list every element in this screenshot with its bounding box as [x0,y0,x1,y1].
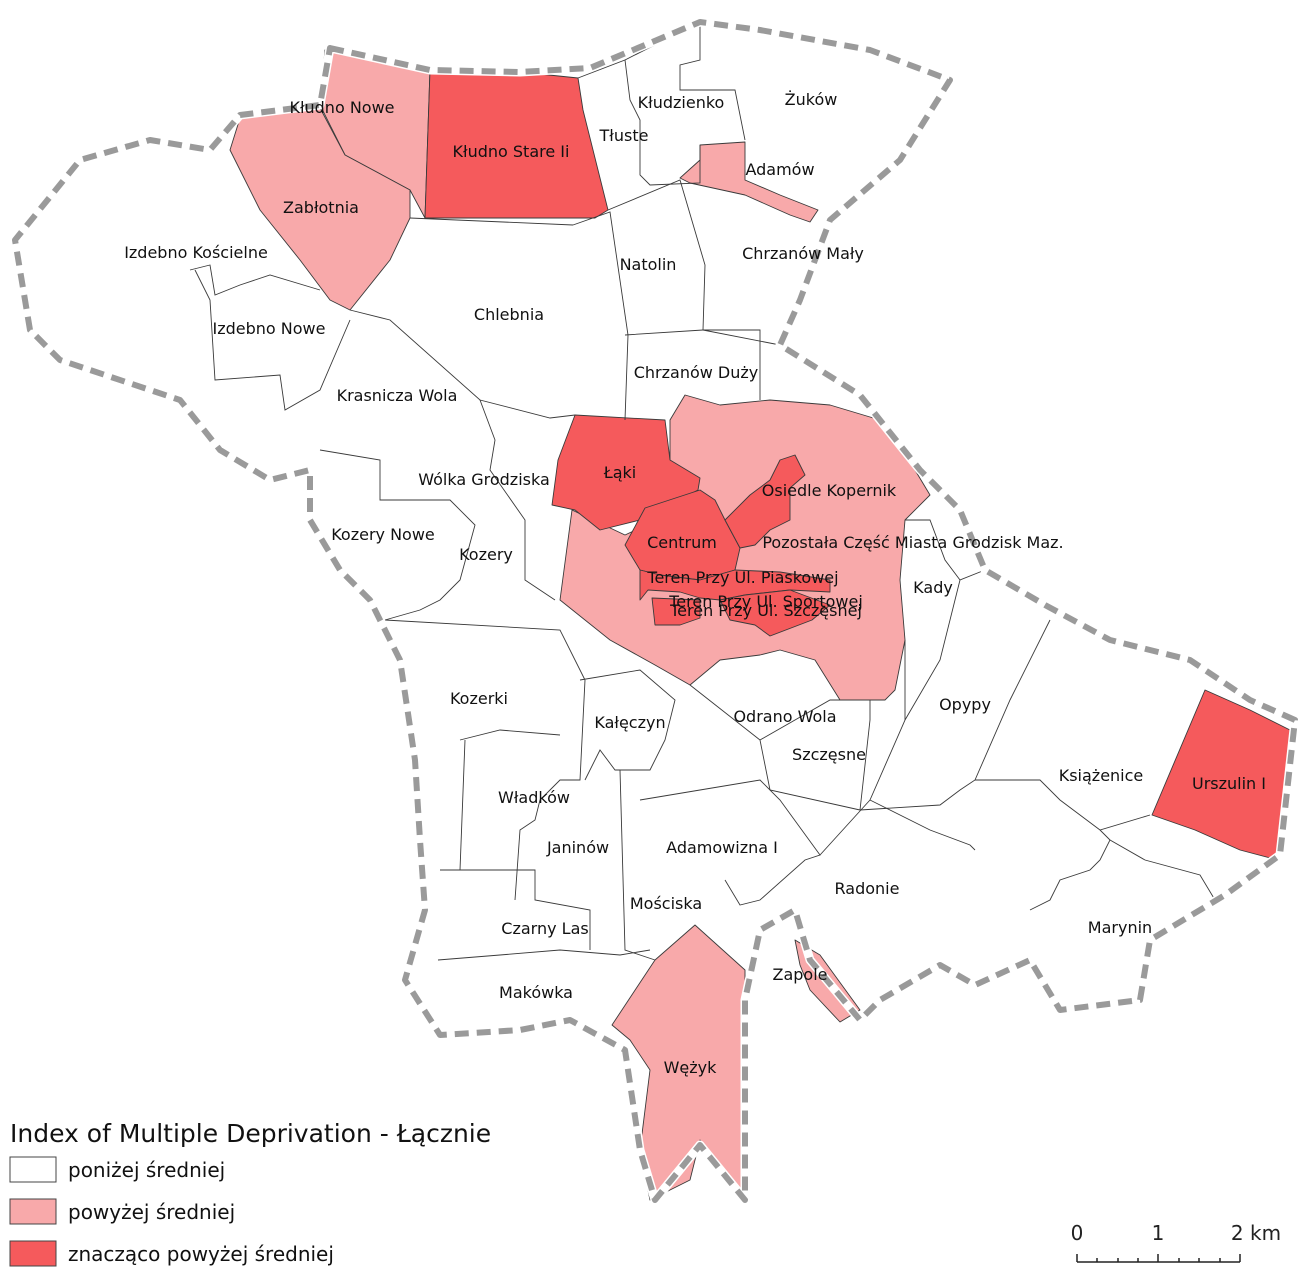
region-osiedle-kopernik [724,454,806,549]
scale-tick-2: 2 km [1231,1221,1281,1245]
label-kludno-stare-ii: Kłudno Stare Ii [453,142,570,161]
label-kaleczyn: Kałęczyn [594,713,665,732]
label-natolin: Natolin [620,255,677,274]
legend-label-significant: znacząco powyżej średniej [68,1242,334,1266]
label-osiedle-kopernik: Osiedle Kopernik [762,481,897,500]
label-wezyk: Wężyk [664,1058,718,1077]
label-kozery: Kozery [459,545,513,564]
label-adamow: Adamów [745,160,814,179]
label-radonie: Radonie [835,879,900,898]
label-zapole: Zapole [773,965,828,984]
label-kludzienko: Kłudzienko [638,93,725,112]
scale-tick-1: 1 [1152,1221,1165,1245]
label-odrano-wola: Odrano Wola [733,707,836,726]
label-pozostala-czesc: Pozostała Część Miasta Grodzisk Maz. [762,533,1063,552]
region-urszulin-i [1151,689,1291,861]
label-kozerki: Kozerki [450,689,508,708]
region-teren-szczesnej [719,589,831,637]
label-teren-sportowej: Teren Przy Ul. Sportowej [668,592,863,611]
label-teren-szczesnej: Teren Przy Ul. Szczęsnej [669,601,862,620]
label-laki: Łąki [603,463,637,482]
label-centrum: Centrum [647,533,717,552]
label-izdebno-nowe: Izdebno Nowe [213,319,326,338]
scale-tick-0: 0 [1071,1221,1084,1245]
label-opypy: Opypy [939,695,991,714]
label-kady: Kady [913,578,953,597]
legend-label-below: poniżej średniej [68,1158,225,1182]
scale-bar: 0 1 2 km [1071,1221,1281,1263]
label-urszulin-i: Urszulin I [1192,774,1266,793]
label-zukow: Żuków [785,90,838,109]
legend: Index of Multiple Deprivation - Łącznie … [9,1119,491,1267]
legend-swatch-above [9,1198,57,1225]
scale-line [1076,1254,1241,1263]
regions-significantly-above [424,69,1291,861]
label-czarny-las: Czarny Las [501,919,588,938]
region-adamow [679,141,819,223]
label-janinow: Janinów [546,838,609,857]
legend-swatch-below [9,1156,57,1183]
region-zablotnia [229,107,411,311]
label-ksiazenice: Książenice [1059,766,1144,785]
legend-label-above: powyżej średniej [68,1200,235,1224]
label-szczesne: Szczęsne [792,745,866,764]
label-tluste: Tłuste [599,126,649,145]
label-chrzanow-duzy: Chrzanów Duży [634,363,759,382]
internal-boundaries [189,21,1216,961]
label-wladkow: Władków [498,788,570,807]
region-teren-sportowej [651,597,701,626]
region-labels: Kłudno Nowe Kłudno Stare Ii Kłudzienko Ż… [124,90,1266,1077]
label-adamowizna-i: Adamowizna I [666,838,778,857]
label-chrzanow-maly: Chrzanów Mały [742,244,864,263]
label-kozery-nowe: Kozery Nowe [331,525,435,544]
label-krasnicza-wola: Krasnicza Wola [337,386,458,405]
label-kludno-nowe: Kłudno Nowe [289,98,394,117]
label-chlebnia: Chlebnia [474,305,544,324]
legend-title: Index of Multiple Deprivation - Łącznie [10,1119,491,1148]
label-makowka: Makówka [499,983,573,1002]
label-teren-piaskowej: Teren Przy Ul. Piaskowej [646,568,838,587]
label-moscicka: Mościska [630,894,702,913]
label-izdebno-koscielne: Izdebno Kościelne [124,243,268,262]
label-marynin: Marynin [1088,918,1152,937]
municipality-boundary [10,17,1300,1205]
label-wolka-grodziska: Wólka Grodziska [418,470,550,489]
legend-swatch-significant [9,1240,57,1267]
label-zablotnia: Zabłotnia [283,198,359,217]
